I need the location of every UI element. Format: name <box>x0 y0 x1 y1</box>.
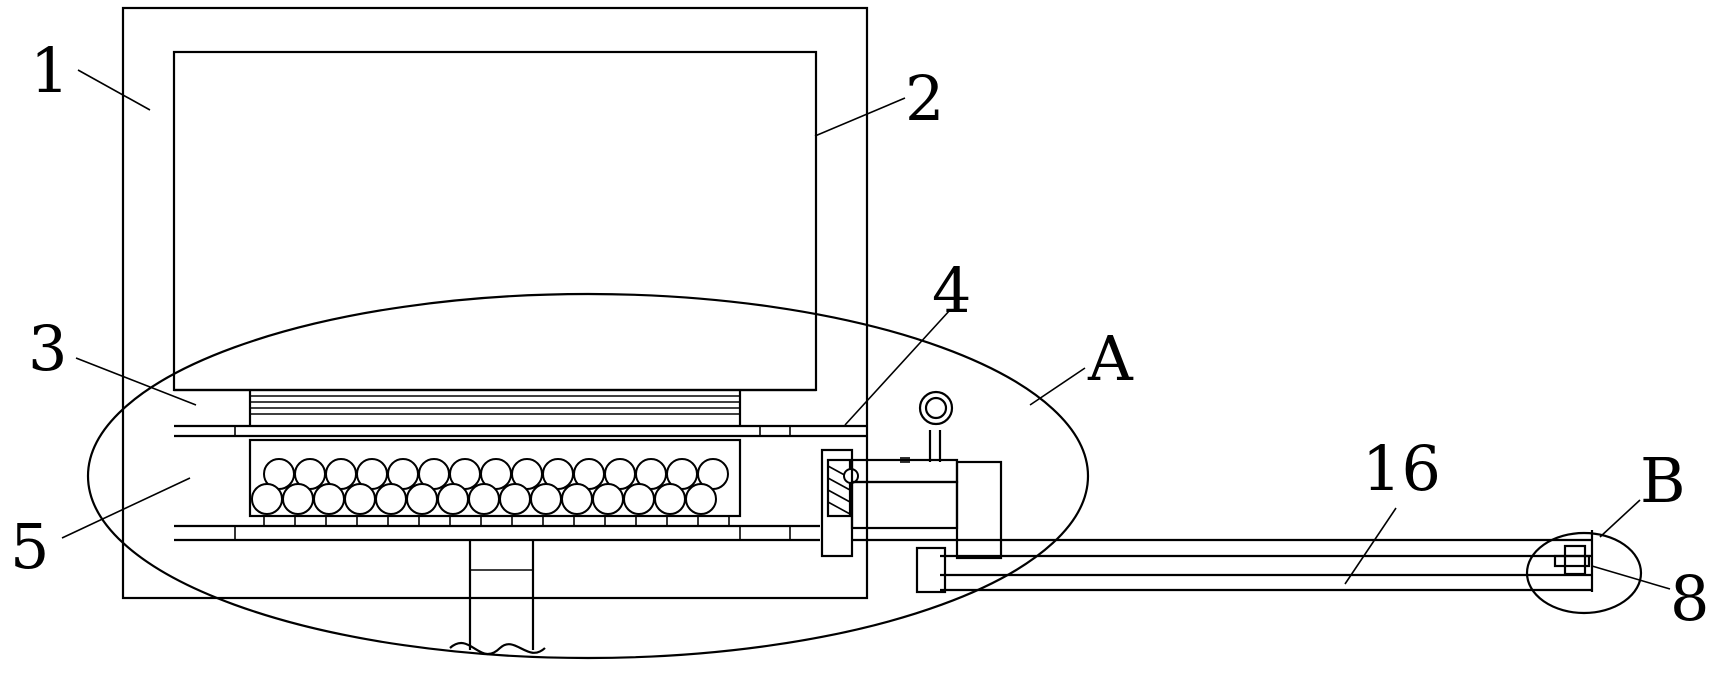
label-5: 5 <box>10 510 49 583</box>
label-3: 3 <box>28 312 67 385</box>
detail-ellipse-A <box>86 292 1090 660</box>
label-2: 2 <box>905 62 944 135</box>
leader-lines <box>61 69 1671 590</box>
roller <box>592 483 624 515</box>
roller <box>437 483 469 515</box>
inner-box <box>172 50 818 392</box>
outer-housing <box>121 6 869 600</box>
label-1: 1 <box>30 34 69 107</box>
upper-tray <box>174 388 867 438</box>
roller <box>251 483 283 515</box>
label-8: 8 <box>1670 562 1709 635</box>
roller <box>530 483 562 515</box>
roller <box>406 483 438 515</box>
roller <box>623 483 655 515</box>
roller-base-ticks <box>263 516 730 526</box>
roller <box>499 483 531 515</box>
support-post <box>449 540 546 656</box>
roller <box>561 483 593 515</box>
roller <box>344 483 376 515</box>
roller-chamber <box>174 438 820 542</box>
roller <box>654 483 686 515</box>
roller <box>468 483 500 515</box>
roller <box>375 483 407 515</box>
latch-mechanism <box>820 390 1003 560</box>
label-A: A <box>1087 322 1134 395</box>
detail-ellipse-B <box>1525 531 1643 615</box>
extension-rail <box>852 530 1594 594</box>
label-4: 4 <box>932 254 971 327</box>
roller-group <box>251 458 729 515</box>
label-16: 16 <box>1362 432 1441 505</box>
roller <box>685 483 717 515</box>
roller <box>313 483 345 515</box>
roller <box>282 483 314 515</box>
label-B: B <box>1640 444 1686 517</box>
